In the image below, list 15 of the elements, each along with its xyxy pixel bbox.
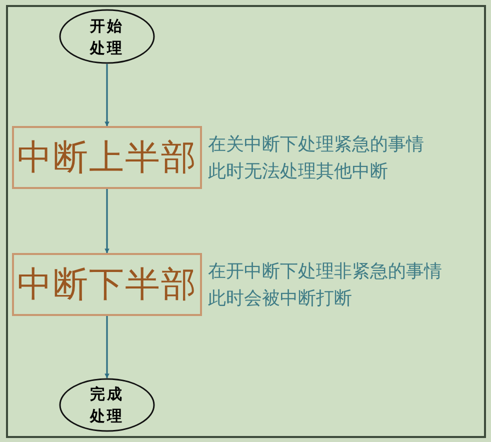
terminal-label: 开始处理 <box>90 16 124 58</box>
description-text: 在开中断下处理非紧急的事情 <box>208 260 442 284</box>
description-text: 在关中断下处理紧急的事情 <box>208 133 424 157</box>
process-label: 中断下半部 <box>17 264 197 304</box>
description-text: 此时无法处理其他中断 <box>208 160 389 184</box>
description-text: 此时会被中断打断 <box>208 287 353 311</box>
terminal-ellipse <box>59 9 155 64</box>
arrow <box>104 316 110 378</box>
terminal-ellipse <box>59 378 155 432</box>
arrow <box>104 64 110 126</box>
process-label: 中断上半部 <box>17 138 197 178</box>
process-box <box>12 253 202 316</box>
process-box <box>12 126 202 189</box>
terminal-label: 完成处理 <box>90 384 124 427</box>
arrow <box>104 189 110 254</box>
